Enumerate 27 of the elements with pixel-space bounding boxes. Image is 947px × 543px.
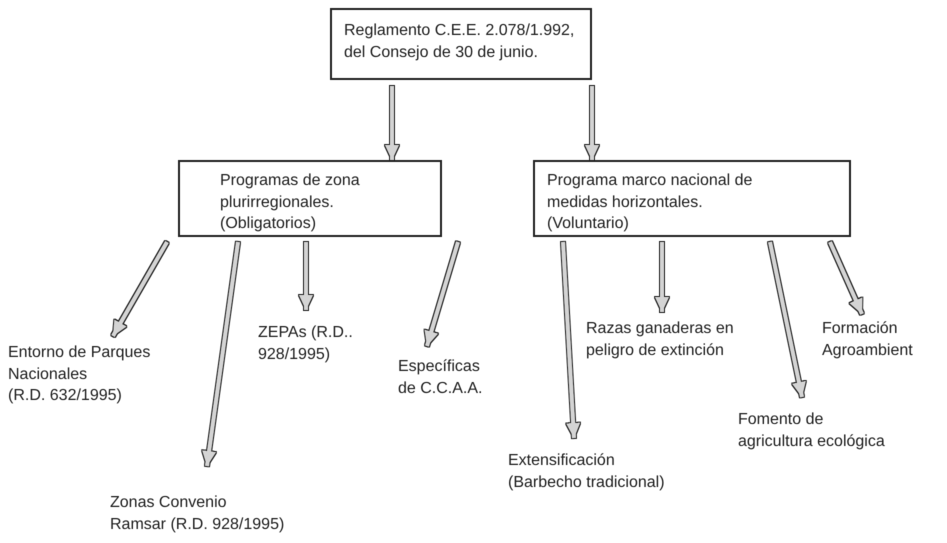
arrow bbox=[768, 242, 806, 398]
process-box bbox=[533, 160, 851, 237]
arrow bbox=[299, 242, 313, 310]
node-label: Fomento de agricultura ecológica bbox=[738, 410, 886, 452]
node-label: Extensificación (Barbecho tradicional) bbox=[508, 451, 666, 493]
arrow bbox=[561, 242, 580, 438]
node-label: Razas ganaderas en peligro de extinción bbox=[586, 319, 735, 361]
arrow bbox=[424, 241, 460, 347]
process-box bbox=[330, 8, 592, 80]
arrow bbox=[828, 241, 864, 315]
node-label: ZEPAs (R.D.. 928/1995) bbox=[258, 323, 354, 365]
node-label: Formación Agroambient bbox=[822, 319, 914, 361]
arrow bbox=[111, 241, 169, 337]
box-text: Reglamento C.E.E. 2.078/1.992, del Consejo de 30 de junio. bbox=[344, 21, 576, 63]
node-label: Zonas Convenio Ramsar (R.D. 928/1995) bbox=[110, 493, 286, 535]
arrow bbox=[655, 242, 669, 312]
arrow bbox=[385, 86, 399, 160]
node-label: Específicas de C.C.A.A. bbox=[398, 357, 484, 399]
box-text: (Voluntario) bbox=[547, 214, 630, 234]
arrow bbox=[585, 86, 599, 160]
box-text: (Obligatorios) bbox=[220, 214, 318, 234]
node-label: Entorno de Parques Nacionales bbox=[8, 343, 152, 385]
node-label: (R.D. 632/1995) bbox=[8, 386, 123, 406]
process-box bbox=[178, 160, 442, 237]
box-text: Programa marco nacional de medidas horizontales. bbox=[547, 171, 754, 213]
arrow bbox=[202, 242, 240, 466]
box-text: Programas de zona plurirregionales. bbox=[220, 171, 361, 213]
